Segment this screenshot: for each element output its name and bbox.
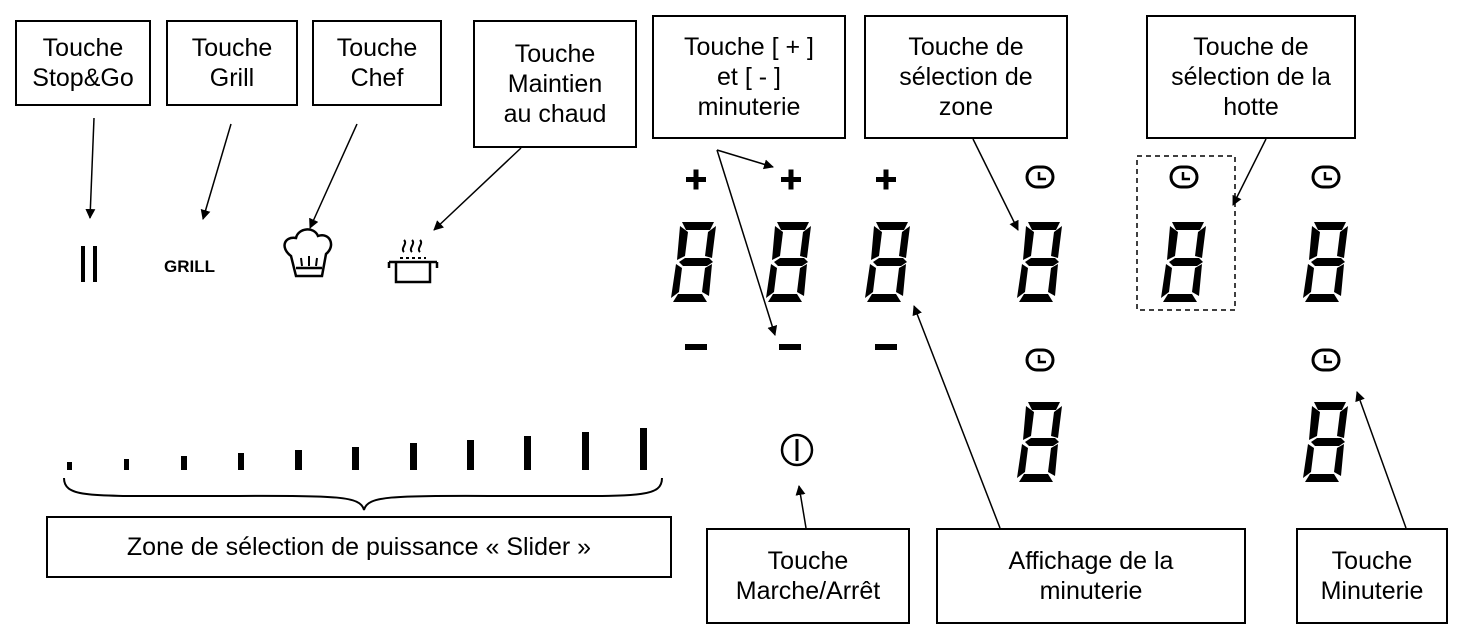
grill-key[interactable]: GRILL <box>164 257 215 276</box>
slider-brace <box>63 477 663 511</box>
arrow-timer-display <box>912 305 1001 529</box>
label-slider-zone: Zone de sélection de puissance « Slider … <box>46 516 672 578</box>
label-zone-select: Touche de sélection de zone <box>864 15 1068 139</box>
digit-display <box>766 222 811 302</box>
plus-sign[interactable] <box>686 169 706 190</box>
plus-sign[interactable] <box>781 169 801 190</box>
clock-icon[interactable] <box>1025 165 1055 189</box>
leader-arrows <box>85 117 1407 529</box>
digit-display <box>1303 222 1348 302</box>
chef-hat-icon[interactable] <box>283 228 333 278</box>
digit-display <box>865 222 910 302</box>
label-timer-key: Touche Minuterie <box>1296 528 1448 624</box>
hood-select-dashed-box <box>1136 155 1236 311</box>
label-timer-display: Affichage de la minuterie <box>936 528 1246 624</box>
arrow-hood-select <box>1232 138 1267 206</box>
minus-sign[interactable] <box>779 344 801 350</box>
digit-display <box>671 222 716 302</box>
clock-icon[interactable] <box>1311 165 1341 189</box>
plus-sign[interactable] <box>876 169 896 190</box>
minus-sign[interactable] <box>685 344 707 350</box>
label-hood-select: Touche de sélection de la hotte <box>1146 15 1356 139</box>
digit-display <box>1017 402 1062 482</box>
label-keep-warm: Touche Maintien au chaud <box>473 20 637 148</box>
keep-warm-pot-icon[interactable] <box>387 239 439 284</box>
power-icon[interactable] <box>780 433 814 467</box>
arrow-keep-warm <box>433 147 522 231</box>
arrow-stop-go <box>85 117 96 219</box>
label-on-off: Touche Marche/Arrêt <box>706 528 910 624</box>
digit-display <box>1303 402 1348 482</box>
arrow-on-off <box>795 485 807 529</box>
arrow-timer-plus <box>716 149 774 170</box>
arrow-chef <box>309 123 358 229</box>
clock-icon[interactable] <box>1025 348 1055 372</box>
digit-display <box>1161 222 1206 302</box>
minus-sign[interactable] <box>875 344 897 350</box>
clock-icon[interactable] <box>1311 348 1341 372</box>
clock-icon[interactable] <box>1169 165 1199 189</box>
label-timer-plus-minus: Touche [ + ] et [ - ] minuterie <box>652 15 846 139</box>
label-grill: Touche Grill <box>166 20 298 106</box>
arrow-timer-key <box>1355 391 1407 529</box>
label-stop-go: Touche Stop&Go <box>15 20 151 106</box>
arrow-timer-minus <box>716 149 778 336</box>
arrow-grill <box>200 123 232 220</box>
digit-display <box>1017 222 1062 302</box>
label-chef: Touche Chef <box>312 20 442 106</box>
stop-go-key[interactable] <box>81 246 97 282</box>
arrow-zone-select <box>972 138 1019 231</box>
power-slider[interactable] <box>67 428 647 470</box>
